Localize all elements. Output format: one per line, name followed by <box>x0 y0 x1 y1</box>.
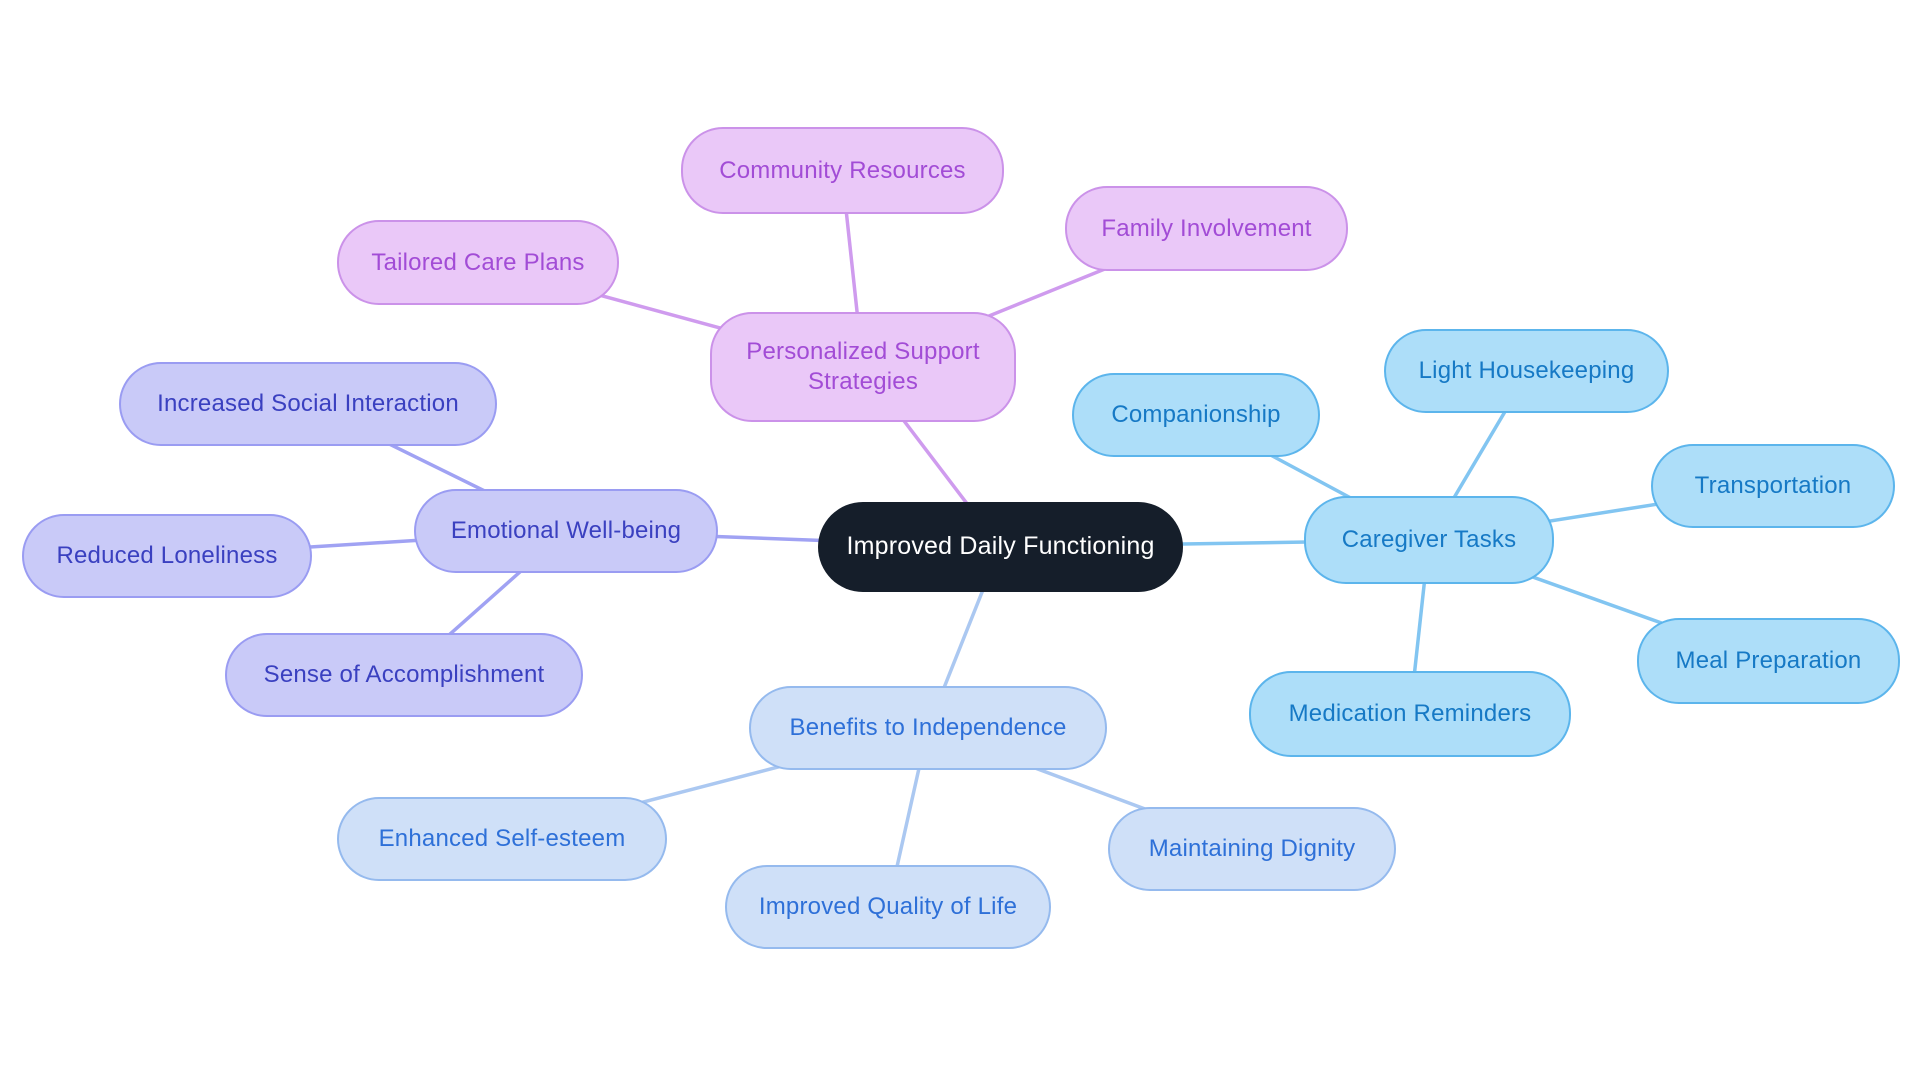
node-sense-of-accomplishment[interactable]: Sense of Accomplishment <box>225 633 583 717</box>
node-family-involvement[interactable]: Family Involvement <box>1065 186 1348 271</box>
node-maintaining-dignity[interactable]: Maintaining Dignity <box>1108 807 1396 891</box>
node-label: Community Resources <box>719 156 966 184</box>
node-benefits-to-independence[interactable]: Benefits to Independence <box>749 686 1107 770</box>
node-meal-preparation[interactable]: Meal Preparation <box>1637 618 1900 704</box>
node-medication-reminders[interactable]: Medication Reminders <box>1249 671 1571 757</box>
node-transportation[interactable]: Transportation <box>1651 444 1895 528</box>
node-label: Tailored Care Plans <box>371 248 585 276</box>
node-label: Improved Quality of Life <box>758 893 1018 920</box>
node-label: Personalized Support Strategies <box>746 338 980 395</box>
node-label: Meal Preparation <box>1675 647 1862 674</box>
node-enhanced-self-esteem[interactable]: Enhanced Self-esteem <box>337 797 667 881</box>
node-label: Enhanced Self-esteem <box>378 825 626 852</box>
node-label: Increased Social Interaction <box>157 390 459 417</box>
node-label: Light Housekeeping <box>1418 357 1635 384</box>
node-companionship[interactable]: Companionship <box>1072 373 1320 457</box>
node-label: Benefits to Independence <box>789 714 1067 741</box>
node-label: Companionship <box>1111 401 1281 428</box>
node-label: Sense of Accomplishment <box>263 661 545 688</box>
node-label: Family Involvement <box>1101 214 1312 242</box>
node-personalized-support-strategies[interactable]: Personalized Support Strategies <box>710 312 1016 422</box>
node-label: Maintaining Dignity <box>1148 835 1356 862</box>
node-label: Improved Daily Functioning <box>846 532 1155 561</box>
node-label: Emotional Well-being <box>450 517 682 544</box>
node-label: Caregiver Tasks <box>1341 526 1517 553</box>
node-label: Medication Reminders <box>1288 700 1532 727</box>
node-improved-daily-functioning[interactable]: Improved Daily Functioning <box>818 502 1183 592</box>
node-emotional-well-being[interactable]: Emotional Well-being <box>414 489 718 573</box>
node-label: Reduced Loneliness <box>56 542 278 569</box>
node-label: Transportation <box>1694 472 1852 499</box>
node-increased-social-interaction[interactable]: Increased Social Interaction <box>119 362 497 446</box>
node-community-resources[interactable]: Community Resources <box>681 127 1004 214</box>
node-reduced-loneliness[interactable]: Reduced Loneliness <box>22 514 312 598</box>
node-improved-quality-of-life[interactable]: Improved Quality of Life <box>725 865 1051 949</box>
node-tailored-care-plans[interactable]: Tailored Care Plans <box>337 220 619 305</box>
node-caregiver-tasks[interactable]: Caregiver Tasks <box>1304 496 1554 584</box>
node-light-housekeeping[interactable]: Light Housekeeping <box>1384 329 1669 413</box>
